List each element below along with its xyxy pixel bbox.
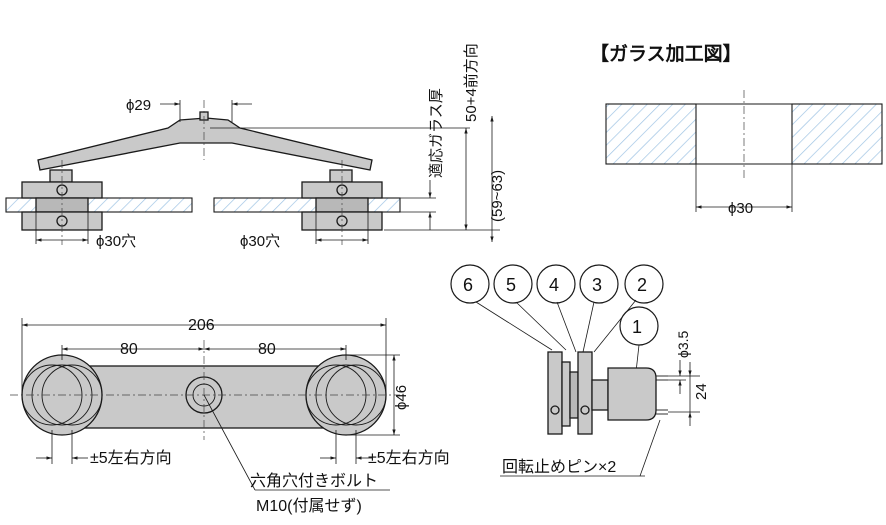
svg-text:4: 4 — [549, 275, 559, 295]
glass-panel-left — [5, 197, 193, 213]
phi30-hole-left-label: ϕ30穴 — [96, 233, 136, 250]
part-5-gasket — [561, 361, 571, 427]
glass-thickness-label: 適応ガラス厚 — [427, 88, 445, 178]
right-fitting — [301, 160, 383, 245]
lr-adjust-left-label: ±5左右方向 — [90, 449, 172, 467]
part-2-shaft — [591, 379, 609, 411]
glass-panel-right — [213, 197, 401, 213]
side-view: ϕ29 ϕ30穴 ϕ30穴 適応ガラス厚 50+4前方向 (59~63) — [5, 43, 506, 250]
overall-206-label: 206 — [188, 317, 215, 334]
callout-6: 6 — [450, 264, 490, 304]
part-1-cap — [607, 367, 657, 421]
phi46-label: ϕ46 — [393, 385, 410, 410]
glass-processing-view: 【ガラス加工図】 ϕ30 — [590, 42, 883, 217]
front-direction-label: 50+4前方向 — [463, 43, 480, 122]
callout-5: 5 — [493, 264, 533, 304]
svg-text:3: 3 — [592, 275, 602, 295]
part-6-plate — [547, 351, 563, 435]
part-4-spacer — [569, 371, 579, 419]
right-80-label: 80 — [258, 341, 276, 358]
left-fitting — [21, 160, 103, 245]
parts-view: 6 5 4 3 2 1 — [450, 264, 710, 477]
plan-view: 206 80 80 ϕ46 ±5左右方向 ±5左右方向 六角穴付きボルト M10… — [10, 317, 450, 515]
pin-note-label: 回転止めピン×2 — [502, 458, 616, 476]
phi29-label: ϕ29 — [126, 97, 151, 114]
lr-adjust-right-label: ±5左右方向 — [368, 449, 450, 467]
callout-4: 4 — [536, 264, 576, 304]
glass-section-right — [791, 103, 883, 165]
range-59-63-label: (59~63) — [489, 170, 506, 222]
glass-section-left — [605, 103, 697, 165]
bolt-line1-label: 六角穴付きボルト — [250, 472, 378, 490]
phi30-hole-right-label: ϕ30穴 — [240, 233, 280, 250]
callout-2: 2 — [624, 264, 664, 304]
arm-body — [37, 117, 373, 171]
svg-text:5: 5 — [506, 275, 516, 295]
phi3-5-label: ϕ3.5 — [675, 330, 691, 358]
dim-24-label: 24 — [693, 383, 710, 400]
svg-text:1: 1 — [632, 317, 642, 337]
left-80-label: 80 — [120, 341, 138, 358]
callout-1: 1 — [619, 306, 659, 346]
bolt-line2-label: M10(付属せず) — [256, 497, 362, 515]
callout-3: 3 — [579, 264, 619, 304]
phi30-glass-label: ϕ30 — [728, 200, 753, 217]
svg-text:2: 2 — [637, 275, 647, 295]
glass-processing-title: 【ガラス加工図】 — [590, 42, 742, 65]
svg-text:6: 6 — [463, 275, 473, 295]
part-3-plate — [577, 351, 593, 435]
